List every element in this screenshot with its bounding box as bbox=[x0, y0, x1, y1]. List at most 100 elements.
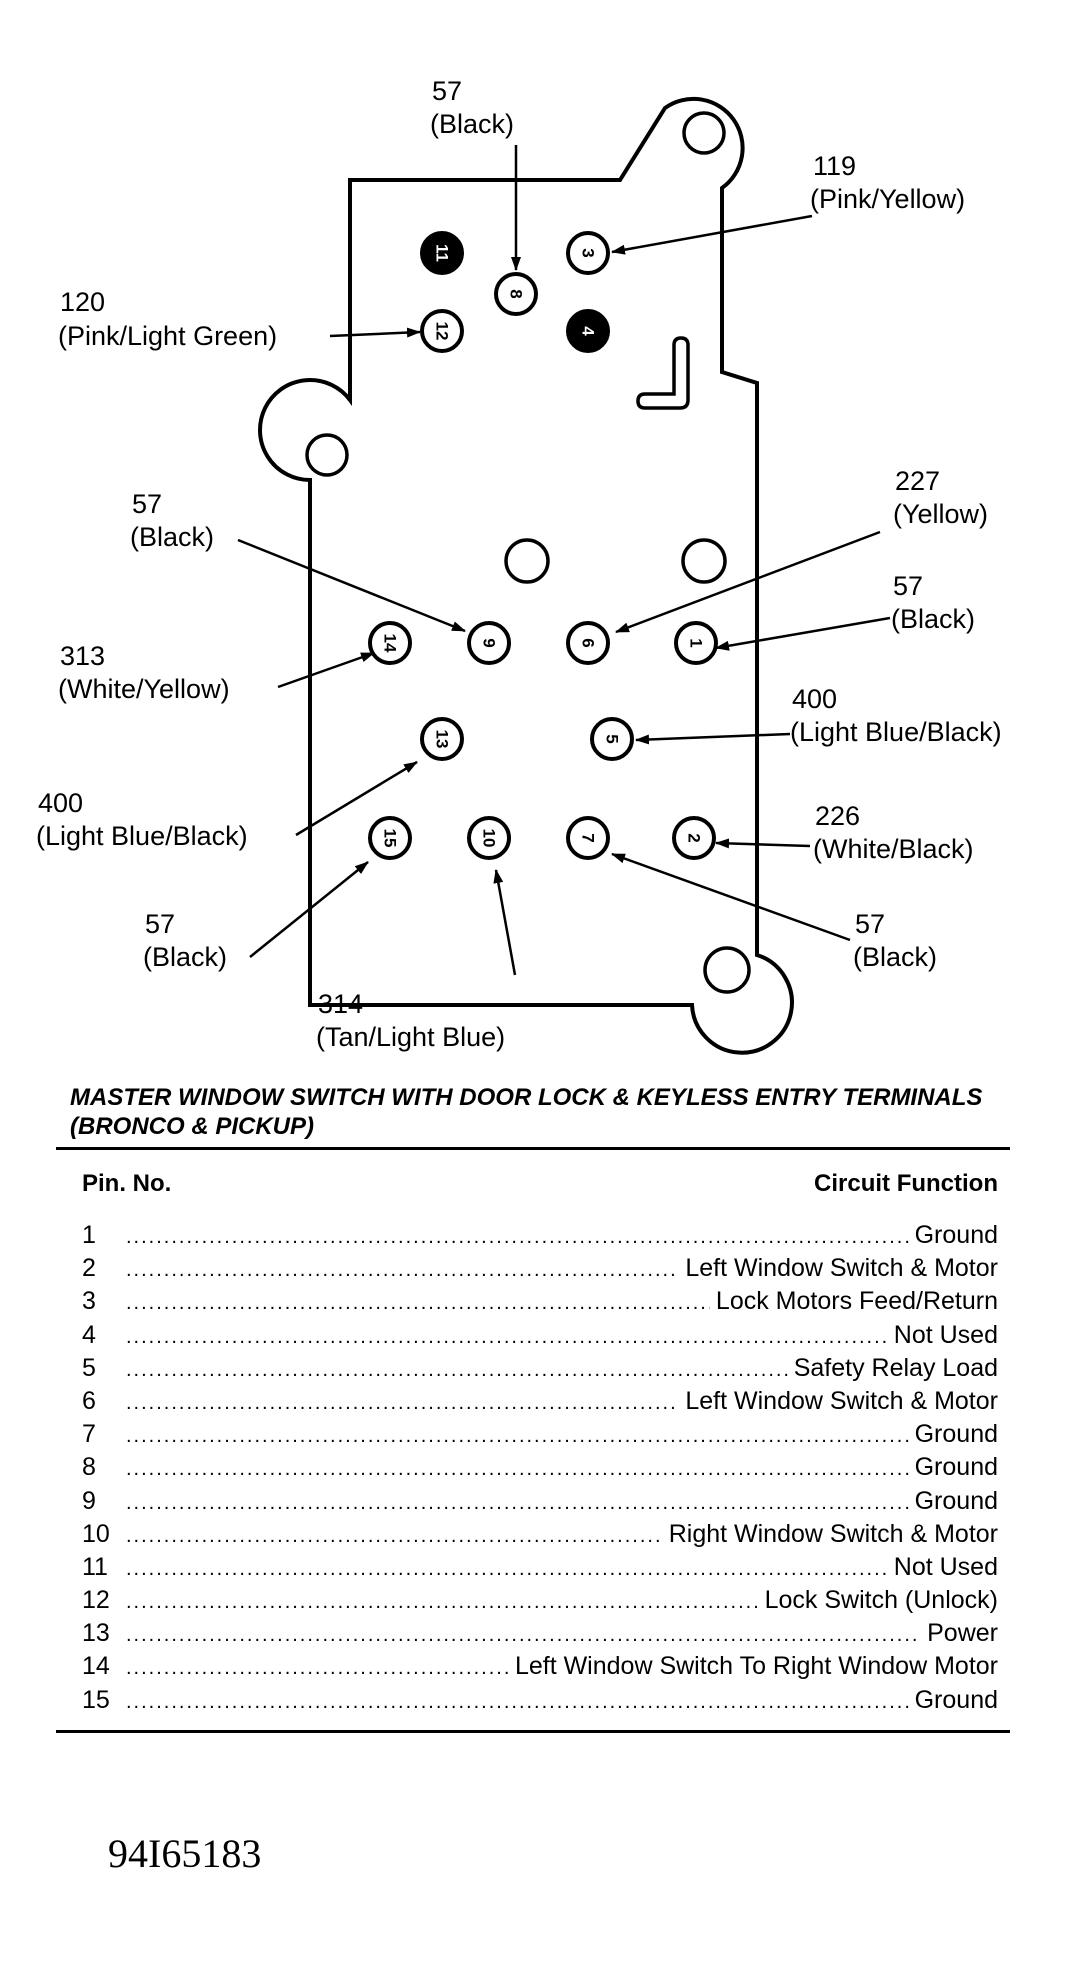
dot-leader bbox=[126, 1686, 909, 1719]
pin-circle bbox=[420, 717, 464, 761]
mounting-hole bbox=[682, 111, 726, 155]
pin-number: 2 bbox=[685, 833, 704, 842]
dot-leader bbox=[126, 1420, 909, 1453]
circuit-function-cell: Ground bbox=[914, 1420, 998, 1449]
dot-leader bbox=[126, 1553, 888, 1586]
callout-pin9-circuit: 57 bbox=[132, 489, 162, 519]
dot-leader bbox=[126, 1254, 679, 1287]
pin-number-cell: 14 bbox=[82, 1652, 110, 1681]
pin-number: 14 bbox=[381, 634, 400, 653]
dot-leader bbox=[126, 1354, 788, 1387]
pin-number: 9 bbox=[480, 638, 499, 647]
pin-number: 12 bbox=[433, 322, 452, 341]
callout-pin3-color: (Pink/Yellow) bbox=[810, 184, 965, 214]
dot-leader bbox=[126, 1321, 888, 1354]
pin-number-cell: 5 bbox=[82, 1353, 96, 1382]
dot-leader bbox=[126, 1221, 909, 1254]
table-row: 12Lock Switch (Unlock) bbox=[82, 1584, 998, 1617]
callout-pin10-color: (Tan/Light Blue) bbox=[316, 1022, 505, 1052]
dot-leader bbox=[126, 1287, 710, 1320]
pin-circle bbox=[566, 231, 610, 275]
dot-leader bbox=[126, 1453, 909, 1486]
table-row: 5 Safety Relay Load bbox=[82, 1352, 998, 1385]
pin-number: 10 bbox=[480, 829, 499, 848]
pin-number-cell: 9 bbox=[82, 1486, 96, 1515]
pin-circle bbox=[590, 717, 634, 761]
circuit-function-cell: Safety Relay Load bbox=[793, 1353, 998, 1382]
pin-circle bbox=[566, 309, 610, 353]
pin-number-cell: 11 bbox=[82, 1552, 108, 1581]
pin-8: 8 bbox=[494, 272, 538, 316]
callout-pin2-circuit: 226 bbox=[815, 801, 860, 831]
pin-number: 3 bbox=[579, 248, 598, 257]
dot-leader bbox=[126, 1619, 921, 1652]
locating-boss bbox=[681, 538, 727, 584]
table-bottom-rule bbox=[56, 1730, 1010, 1733]
dot-leader bbox=[126, 1652, 509, 1685]
dot-leader bbox=[126, 1487, 909, 1520]
callout-pin15-color: (Black) bbox=[143, 942, 227, 972]
callout-pin5-circuit: 400 bbox=[792, 684, 837, 714]
callout-pin10-circuit: 314 bbox=[318, 989, 363, 1019]
pin-2: 2 bbox=[672, 816, 716, 860]
table-row: 10Right Window Switch & Motor bbox=[82, 1518, 998, 1551]
figure-id: 94I65183 bbox=[108, 1831, 262, 1876]
table-row: 2Left Window Switch & Motor bbox=[82, 1252, 998, 1285]
pin-circle bbox=[674, 621, 718, 665]
table-row: 13Power bbox=[82, 1617, 998, 1650]
pin-circle bbox=[467, 621, 511, 665]
circuit-function-cell: Ground bbox=[914, 1221, 998, 1249]
pin-10: 10 bbox=[467, 816, 511, 860]
callout-pin14-circuit: 313 bbox=[60, 641, 105, 671]
callout-pin12-circuit: 120 bbox=[60, 287, 105, 317]
pin-number-cell: 1 bbox=[82, 1221, 96, 1249]
circuit-function-cell: Ground bbox=[914, 1685, 998, 1714]
circuit-function-cell: Right Window Switch & Motor bbox=[668, 1519, 998, 1548]
pin-number: 15 bbox=[381, 829, 400, 848]
dot-leader bbox=[126, 1387, 679, 1420]
table-header: Pin. No. Circuit Function bbox=[82, 1170, 998, 1202]
circuit-function-cell: Ground bbox=[914, 1453, 998, 1482]
pin-number: 8 bbox=[507, 289, 526, 298]
pin-15: 15 bbox=[368, 816, 412, 860]
table-row: 4 Not Used bbox=[82, 1319, 998, 1352]
pin-number-cell: 6 bbox=[82, 1386, 96, 1415]
pin-number-cell: 7 bbox=[82, 1420, 96, 1449]
circuit-function-cell: Not Used bbox=[893, 1552, 998, 1581]
column-header-pin: Pin. No. bbox=[82, 1170, 172, 1197]
table-top-rule bbox=[56, 1147, 1010, 1150]
table-row: 6Left Window Switch & Motor bbox=[82, 1385, 998, 1418]
pin-number: 4 bbox=[579, 326, 598, 336]
callout-pin6-color: (Yellow) bbox=[893, 499, 988, 529]
callout-pin2-color: (White/Black) bbox=[813, 834, 974, 864]
pin-circle bbox=[368, 621, 412, 665]
pin-9: 9 bbox=[467, 621, 511, 665]
pin-13: 13 bbox=[420, 717, 464, 761]
pin-circle bbox=[494, 272, 538, 316]
column-header-function: Circuit Function bbox=[814, 1170, 998, 1197]
mounting-hole bbox=[305, 433, 349, 477]
callout-pin8-circuit: 57 bbox=[432, 76, 462, 106]
pin-number: 6 bbox=[579, 638, 598, 647]
table-row: 9Ground bbox=[82, 1485, 998, 1518]
pin-1: 1 bbox=[674, 621, 718, 665]
pin-number-cell: 13 bbox=[82, 1619, 110, 1648]
pin-circle bbox=[467, 816, 511, 860]
pin-circle bbox=[420, 309, 464, 353]
pin-function-table: 1Ground2Left Window Switch & Motor3Lock … bbox=[82, 1219, 998, 1717]
pin-12: 12 bbox=[420, 309, 464, 353]
callout-pin3-circuit: 119 bbox=[813, 151, 856, 181]
pin-number-cell: 4 bbox=[82, 1320, 96, 1349]
callout-pin12-color: (Pink/Light Green) bbox=[58, 321, 277, 351]
callout-pin7-circuit: 57 bbox=[855, 909, 885, 939]
callout-labels: 57 (Black) 119 (Pink/Yellow) 120 (Pink/L… bbox=[36, 76, 1002, 1052]
table-title: MASTER WINDOW SWITCH WITH DOOR LOCK & KE… bbox=[70, 1084, 983, 1140]
circuit-function-cell: Lock Switch (Unlock) bbox=[764, 1586, 998, 1615]
connector-housing-outline bbox=[258, 96, 794, 1055]
pin-circle bbox=[566, 621, 610, 665]
dot-leader bbox=[126, 1586, 759, 1619]
circuit-function-cell: Not Used bbox=[893, 1320, 998, 1349]
pin-number-cell: 15 bbox=[82, 1685, 110, 1714]
callout-pin5-color: (Light Blue/Black) bbox=[790, 717, 1002, 747]
